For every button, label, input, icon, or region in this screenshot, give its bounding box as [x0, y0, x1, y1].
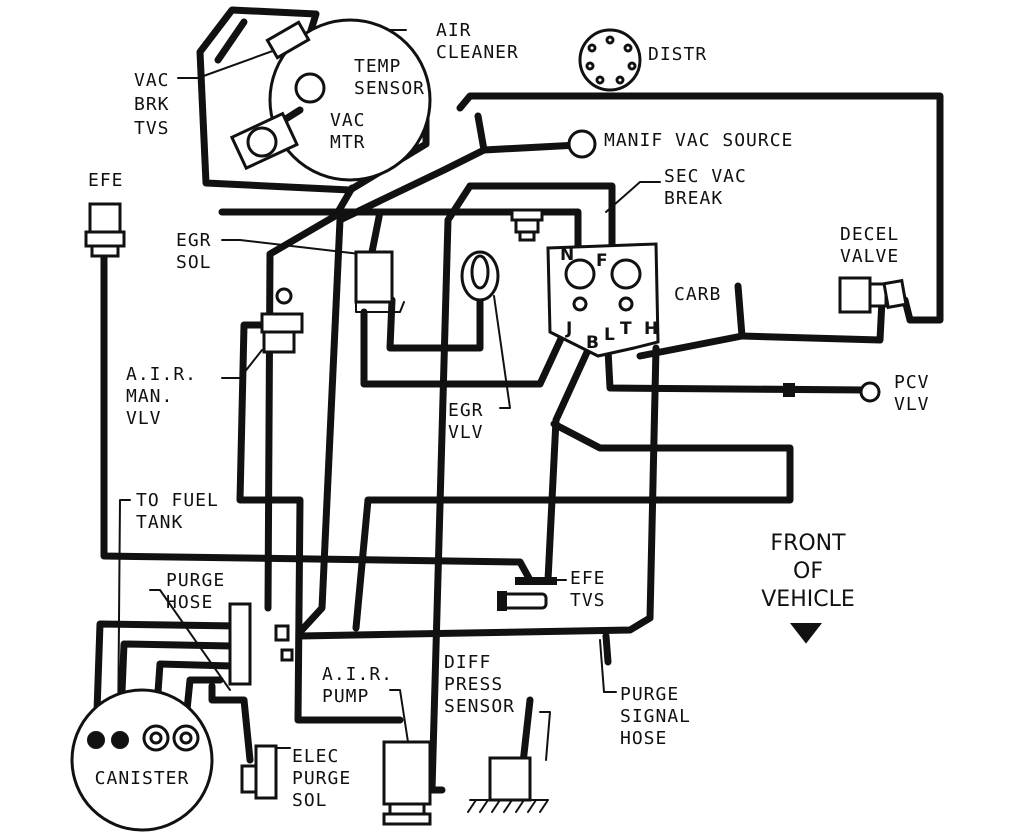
- label-purge-signal-hose-2: SIGNAL: [620, 706, 691, 727]
- distributor: [578, 28, 642, 92]
- carb-port-b: B: [586, 333, 599, 353]
- label-front-2: OF: [793, 559, 823, 584]
- label-sec-vac-break-1: SEC VAC: [664, 166, 747, 187]
- carb-port-l: L: [604, 325, 615, 345]
- label-air-pump-2: PUMP: [322, 686, 369, 707]
- air-pump: [382, 740, 432, 826]
- label-efe-tvs-2: TVS: [570, 590, 606, 611]
- label-vac-brk-tvs-1: VAC: [134, 70, 170, 91]
- air-cleaner: [229, 18, 432, 182]
- label-purge-hose-1: PURGE: [166, 570, 225, 591]
- elec-purge-solenoid: [240, 744, 278, 800]
- carburetor: [546, 242, 660, 358]
- label-diff-press-sensor-1: DIFF: [444, 652, 491, 673]
- efe-tvs: [497, 577, 557, 611]
- label-sec-vac-break-2: BREAK: [664, 188, 723, 209]
- pcv-valve: [859, 381, 881, 403]
- label-decel-valve-1: DECEL: [840, 224, 899, 245]
- label-vac-brk-tvs-2: BRK: [134, 94, 170, 115]
- carb-port-f: F: [596, 251, 608, 271]
- label-vac-brk-tvs-3: TVS: [134, 118, 170, 139]
- label-to-fuel-tank-2: TANK: [136, 512, 183, 533]
- diff-press-sensor: [467, 756, 549, 813]
- purge-valve: [228, 602, 294, 686]
- label-temp-sensor-1: TEMP: [354, 56, 401, 77]
- label-diff-press-sensor-2: PRESS: [444, 674, 503, 695]
- label-elec-purge-sol-3: SOL: [292, 790, 328, 811]
- carb-port-h: H: [644, 319, 658, 339]
- label-egr-sol-2: SOL: [176, 252, 212, 273]
- label-vac-mtr-1: VAC: [330, 110, 366, 131]
- label-pcv-vlv-2: VLV: [894, 394, 930, 415]
- label-front-1: FRONT: [770, 531, 846, 556]
- label-purge-signal-hose-1: PURGE: [620, 684, 679, 705]
- egr-solenoid: [354, 250, 405, 313]
- label-air-man-vlv-1: A.I.R.: [126, 364, 197, 385]
- label-elec-purge-sol-2: PURGE: [292, 768, 351, 789]
- label-efe: EFE: [88, 170, 124, 191]
- label-purge-hose-2: HOSE: [166, 592, 213, 613]
- label-air-cleaner-2: CLEANER: [436, 42, 519, 63]
- label-decel-valve-2: VALVE: [840, 246, 899, 267]
- sec-vac-break: [510, 208, 544, 242]
- efe-component: [84, 202, 126, 258]
- carb-port-n: N: [560, 245, 574, 265]
- label-air-cleaner-1: AIR: [436, 20, 472, 41]
- front-arrow-icon: [789, 623, 823, 644]
- label-egr-vlv-2: VLV: [448, 422, 484, 443]
- pcv-tee: [783, 383, 795, 397]
- label-temp-sensor-2: SENSOR: [354, 78, 425, 99]
- label-to-fuel-tank-1: TO FUEL: [136, 490, 219, 511]
- label-canister: CANISTER: [95, 768, 190, 789]
- label-carb: CARB: [674, 284, 721, 305]
- decel-valve: [838, 276, 908, 314]
- label-elec-purge-sol-1: ELEC: [292, 746, 339, 767]
- label-egr-vlv-1: EGR: [448, 400, 484, 421]
- label-vac-mtr-2: MTR: [330, 132, 366, 153]
- air-man-valve: [260, 287, 304, 354]
- canister: [70, 688, 214, 832]
- egr-valve: [460, 250, 500, 302]
- carb-port-t: T: [620, 319, 632, 339]
- label-efe-tvs-1: EFE: [570, 568, 606, 589]
- labels: AIR CLEANER DISTR TEMP SENSOR VAC BRK TV…: [88, 20, 930, 811]
- label-air-pump-1: A.I.R.: [322, 664, 393, 685]
- label-egr-sol-1: EGR: [176, 230, 212, 251]
- label-front-3: VEHICLE: [761, 587, 855, 612]
- label-diff-press-sensor-3: SENSOR: [444, 696, 515, 717]
- label-pcv-vlv-1: PCV: [894, 372, 930, 393]
- label-air-man-vlv-2: MAN.: [126, 386, 173, 407]
- label-distr: DISTR: [648, 44, 707, 65]
- label-air-man-vlv-3: VLV: [126, 408, 162, 429]
- label-manif-vac-source: MANIF VAC SOURCE: [604, 130, 793, 151]
- carb-port-j: J: [565, 319, 572, 339]
- label-purge-signal-hose-3: HOSE: [620, 728, 667, 749]
- vacuum-hoses: [92, 6, 944, 794]
- manif-vac-source-port: [567, 129, 597, 159]
